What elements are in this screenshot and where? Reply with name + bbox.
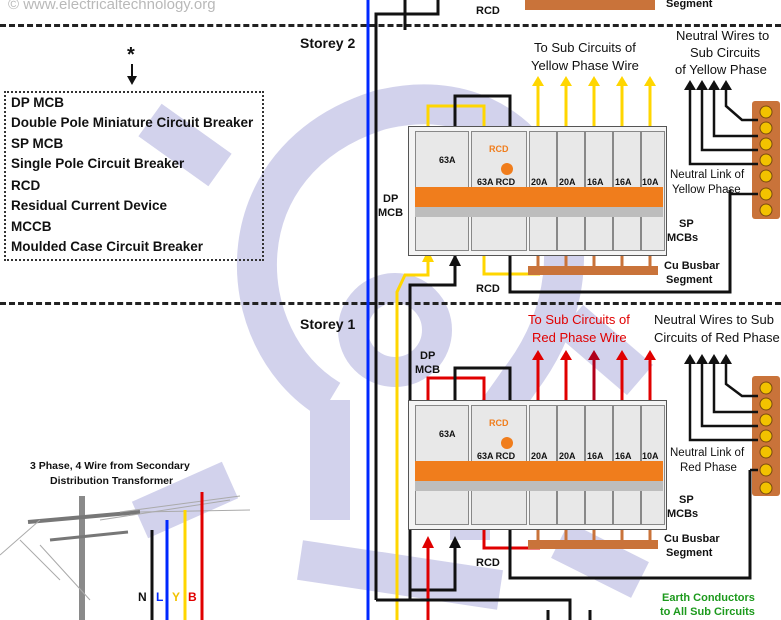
storey-1-label: Storey 1 xyxy=(300,316,356,332)
red-rcd-label: RCD xyxy=(476,557,500,569)
red-rating-sp5: 10A xyxy=(642,451,659,461)
red-busbar xyxy=(528,540,658,549)
yellow-neutral-wires-line3: of Yellow Phase xyxy=(675,62,767,77)
yellow-rating-rcd-top: RCD xyxy=(489,144,509,154)
yellow-neutral-link-line1: Neutral Link of xyxy=(670,169,745,181)
top-neutral-wire xyxy=(374,0,440,24)
top-rcd-label: RCD xyxy=(476,5,500,17)
yellow-in-arrow-black xyxy=(449,254,461,266)
yellow-rating-sp1: 20A xyxy=(531,177,548,187)
yellow-rating-sp3: 16A xyxy=(587,177,604,187)
red-sp-label-line2: MCBs xyxy=(667,508,699,520)
watermark-text: © www.electricaltechnology.org xyxy=(8,0,216,13)
yellow-incoming-wire xyxy=(395,254,430,620)
red-rating-sp1: 20A xyxy=(531,451,548,461)
red-rating-rcd: 63A RCD xyxy=(477,451,516,461)
red-sub-circuits-line2: Red Phase Wire xyxy=(532,330,627,345)
wire-label-l: L xyxy=(156,590,164,604)
yellow-dp-label-line1: DP xyxy=(383,193,399,205)
storey-divider-top xyxy=(0,24,781,27)
red-rating-sp4: 16A xyxy=(615,451,632,461)
red-rcd-busbar xyxy=(482,528,540,550)
yellow-dp-label-line2: MCB xyxy=(378,207,404,219)
legend-full-mccb: Moulded Case Circuit Breaker xyxy=(11,239,204,254)
red-rcd-neutral-out xyxy=(508,470,752,580)
yellow-busbar xyxy=(528,266,658,275)
wire-label-n: N xyxy=(138,590,147,604)
yellow-sub-circuits-line1: To Sub Circuits of xyxy=(534,40,636,55)
asterisk-arrow xyxy=(127,64,137,85)
supply-title-line2: Distribution Transformer xyxy=(50,475,174,487)
asterisk-mark: * xyxy=(127,44,135,66)
yellow-cu-busbar-line1: Cu Busbar xyxy=(664,260,720,272)
earth-label-line2: to All Sub Circuits xyxy=(660,606,755,618)
red-rating-sp3: 16A xyxy=(587,451,604,461)
top-segment-label: Segment xyxy=(666,0,713,10)
yellow-neutral-link-line2: Yellow Phase xyxy=(672,184,741,196)
yellow-distribution-panel: 63A RCD 63A RCD 20A 20A 16A 16A 10A xyxy=(408,126,667,256)
storey-divider-middle xyxy=(0,302,781,305)
red-rating-rcd-top: RCD xyxy=(489,418,509,428)
red-neutral-wires-line2: Circuits of Red Phase xyxy=(654,330,780,345)
red-cu-busbar-line2: Segment xyxy=(666,547,713,559)
red-rcd-test-dot xyxy=(501,437,513,449)
yellow-rating-rcd: 63A RCD xyxy=(477,177,516,187)
legend-full-rcd: Residual Current Device xyxy=(11,198,168,213)
storey-2-label: Storey 2 xyxy=(300,35,356,51)
red-in-arrow-red xyxy=(422,536,434,548)
yellow-rating-sp5: 10A xyxy=(642,177,659,187)
top-busbar-partial xyxy=(525,0,655,10)
red-distribution-panel: 63A RCD 63A RCD 20A 20A 16A 16A 10A xyxy=(408,400,667,530)
earth-label-line1: Earth Conductors xyxy=(662,592,755,604)
yellow-rcd-label: RCD xyxy=(476,283,500,295)
red-in-arrow-black xyxy=(449,536,461,548)
yellow-rcd-neutral-out xyxy=(508,190,732,294)
red-cu-busbar-line1: Cu Busbar xyxy=(664,533,720,545)
yellow-cu-busbar-line2: Segment xyxy=(666,274,713,286)
yellow-sub-circuits-line2: Yellow Phase Wire xyxy=(531,58,639,73)
red-neutral-wires-line1: Neutral Wires to Sub xyxy=(654,312,774,327)
red-rating-dp: 63A xyxy=(439,429,456,439)
red-sp-label-line1: SP xyxy=(679,494,694,506)
red-dp-rcd-link-neutral xyxy=(453,366,512,402)
yellow-rating-sp2: 20A xyxy=(559,177,576,187)
red-rating-sp2: 20A xyxy=(559,451,576,461)
red-neutral-link-line2: Red Phase xyxy=(680,462,737,474)
legend-abbr-mccb: MCCB xyxy=(11,219,52,234)
red-dp-label-line1: DP xyxy=(420,350,436,362)
legend-full-sp-mcb: Single Pole Circuit Breaker xyxy=(11,156,185,171)
yellow-in-arrow-yellow xyxy=(422,250,434,262)
wire-label-b: B xyxy=(188,590,197,604)
red-sub-circuits-line1: To Sub Circuits of xyxy=(528,312,630,327)
red-neutral-incoming xyxy=(410,540,457,592)
yellow-dp-rcd-link-neutral xyxy=(453,94,512,128)
wire-label-y: Y xyxy=(172,590,181,604)
red-neutral-link-line1: Neutral Link of xyxy=(670,447,745,459)
legend-abbr-sp-mcb: SP MCB xyxy=(11,136,64,151)
yellow-rating-dp: 63A xyxy=(439,155,456,165)
yellow-rcd-busbar xyxy=(482,254,540,276)
yellow-rating-sp4: 16A xyxy=(615,177,632,187)
utility-pole xyxy=(0,495,251,620)
legend-box: DP MCB Double Pole Miniature Circuit Bre… xyxy=(4,91,264,261)
legend-full-dp-mcb: Double Pole Miniature Circuit Breaker xyxy=(11,115,254,130)
legend-abbr-dp-mcb: DP MCB xyxy=(11,95,65,110)
legend-abbr-rcd: RCD xyxy=(11,178,41,193)
yellow-neutral-wires-line2: Sub Circuits xyxy=(690,45,761,60)
yellow-rcd-test-dot xyxy=(501,163,513,175)
yellow-sp-label-line1: SP xyxy=(679,218,694,230)
red-dp-label-line2: MCB xyxy=(415,364,441,376)
supply-title-line1: 3 Phase, 4 Wire from Secondary xyxy=(30,460,190,472)
yellow-neutral-wires-line1: Neutral Wires to xyxy=(676,28,770,43)
yellow-sp-label-line2: MCBs xyxy=(667,232,699,244)
